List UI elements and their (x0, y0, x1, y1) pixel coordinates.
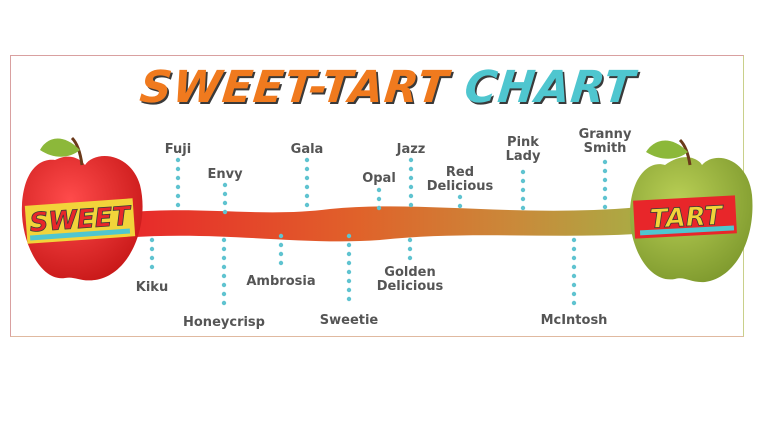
leader-dot-fuji (175, 157, 181, 163)
variety-label-gala: Gala (290, 142, 324, 157)
leader-dot-envy (222, 209, 228, 215)
leader-dot-jazz (408, 202, 414, 208)
leader-dot-sweetie (346, 296, 352, 302)
leader-dot-jazz (408, 175, 414, 181)
dotted-leaders (149, 157, 608, 306)
leader-dot-honeycrisp (221, 282, 227, 288)
leader-dot-pink-lady (520, 178, 526, 184)
tart-label: TART (649, 201, 725, 235)
leader-dot-opal (376, 196, 382, 202)
leader-dot-mcintosh (571, 291, 577, 297)
leaf-icon (40, 138, 80, 157)
leader-dot-red-delicious (457, 194, 463, 200)
leader-dot-fuji (175, 202, 181, 208)
leader-dot-golden-delicious (407, 255, 413, 261)
leader-dot-granny-smith (602, 186, 608, 192)
leader-dot-gala (304, 166, 310, 172)
leader-dot-granny-smith (602, 177, 608, 183)
variety-label-jazz: Jazz (396, 142, 426, 157)
leaf-icon (646, 140, 688, 159)
leader-dot-gala (304, 157, 310, 163)
leader-dot-envy (222, 200, 228, 206)
leader-dot-honeycrisp (221, 300, 227, 306)
leader-dot-honeycrisp (221, 237, 227, 243)
leader-dot-jazz (408, 184, 414, 190)
leader-dot-fuji (175, 166, 181, 172)
tart-apple (629, 138, 753, 283)
leader-dot-jazz (408, 193, 414, 199)
leader-dot-granny-smith (602, 159, 608, 165)
leader-dot-mcintosh (571, 273, 577, 279)
leader-dot-honeycrisp (221, 246, 227, 252)
leader-dot-opal (376, 187, 382, 193)
variety-label-kiku: Kiku (135, 280, 169, 295)
leader-dot-golden-delicious (407, 246, 413, 252)
leader-dot-sweetie (346, 260, 352, 266)
leader-dot-sweetie (346, 269, 352, 275)
leader-dot-sweetie (346, 287, 352, 293)
leader-dot-mcintosh (571, 246, 577, 252)
leader-dot-red-delicious (457, 203, 463, 209)
leader-dot-honeycrisp (221, 255, 227, 261)
variety-label-sweetie: Sweetie (319, 313, 379, 328)
variety-label-honeycrisp: Honeycrisp (183, 315, 265, 330)
leader-dot-granny-smith (602, 204, 608, 210)
variety-label-opal: Opal (362, 171, 396, 186)
leader-dot-mcintosh (571, 300, 577, 306)
leader-dot-ambrosia (278, 260, 284, 266)
variety-label-red-delicious: Red Delicious (426, 165, 494, 194)
leader-dot-pink-lady (520, 187, 526, 193)
leader-dot-pink-lady (520, 205, 526, 211)
leader-dot-kiku (149, 237, 155, 243)
leader-dot-envy (222, 191, 228, 197)
leader-dot-mcintosh (571, 264, 577, 270)
leader-dot-granny-smith (602, 195, 608, 201)
leader-dot-jazz (408, 166, 414, 172)
leader-dot-kiku (149, 246, 155, 252)
variety-label-pink-lady: Pink Lady (505, 135, 541, 164)
variety-label-golden-delicious: Golden Delicious (376, 265, 444, 294)
leader-dot-mcintosh (571, 282, 577, 288)
leader-dot-mcintosh (571, 237, 577, 243)
leader-dot-kiku (149, 264, 155, 270)
leader-dot-opal (376, 205, 382, 211)
leader-dot-honeycrisp (221, 291, 227, 297)
leader-dot-gala (304, 193, 310, 199)
variety-label-ambrosia: Ambrosia (246, 274, 316, 289)
leader-dot-golden-delicious (407, 237, 413, 243)
leader-dot-jazz (408, 157, 414, 163)
leader-dot-kiku (149, 255, 155, 261)
variety-label-granny-smith: Granny Smith (578, 127, 632, 156)
leader-dot-gala (304, 184, 310, 190)
leader-dot-ambrosia (278, 242, 284, 248)
leader-dot-granny-smith (602, 168, 608, 174)
leader-dot-ambrosia (278, 251, 284, 257)
leader-dot-sweetie (346, 242, 352, 248)
leader-dot-sweetie (346, 251, 352, 257)
variety-label-fuji: Fuji (164, 142, 192, 157)
sweet-apple (21, 136, 143, 281)
leader-dot-fuji (175, 193, 181, 199)
leader-dot-envy (222, 182, 228, 188)
leader-dot-sweetie (346, 278, 352, 284)
leader-dot-mcintosh (571, 255, 577, 261)
leader-dot-fuji (175, 175, 181, 181)
sweetness-scale-bar (120, 206, 650, 242)
leader-dot-honeycrisp (221, 264, 227, 270)
leader-dot-sweetie (346, 233, 352, 239)
leader-dot-ambrosia (278, 233, 284, 239)
variety-label-mcintosh: McIntosh (540, 313, 608, 328)
variety-label-envy: Envy (207, 167, 243, 182)
leader-dot-fuji (175, 184, 181, 190)
leader-dot-pink-lady (520, 196, 526, 202)
leader-dot-pink-lady (520, 169, 526, 175)
leader-dot-gala (304, 202, 310, 208)
leader-dot-honeycrisp (221, 273, 227, 279)
leader-dot-gala (304, 175, 310, 181)
